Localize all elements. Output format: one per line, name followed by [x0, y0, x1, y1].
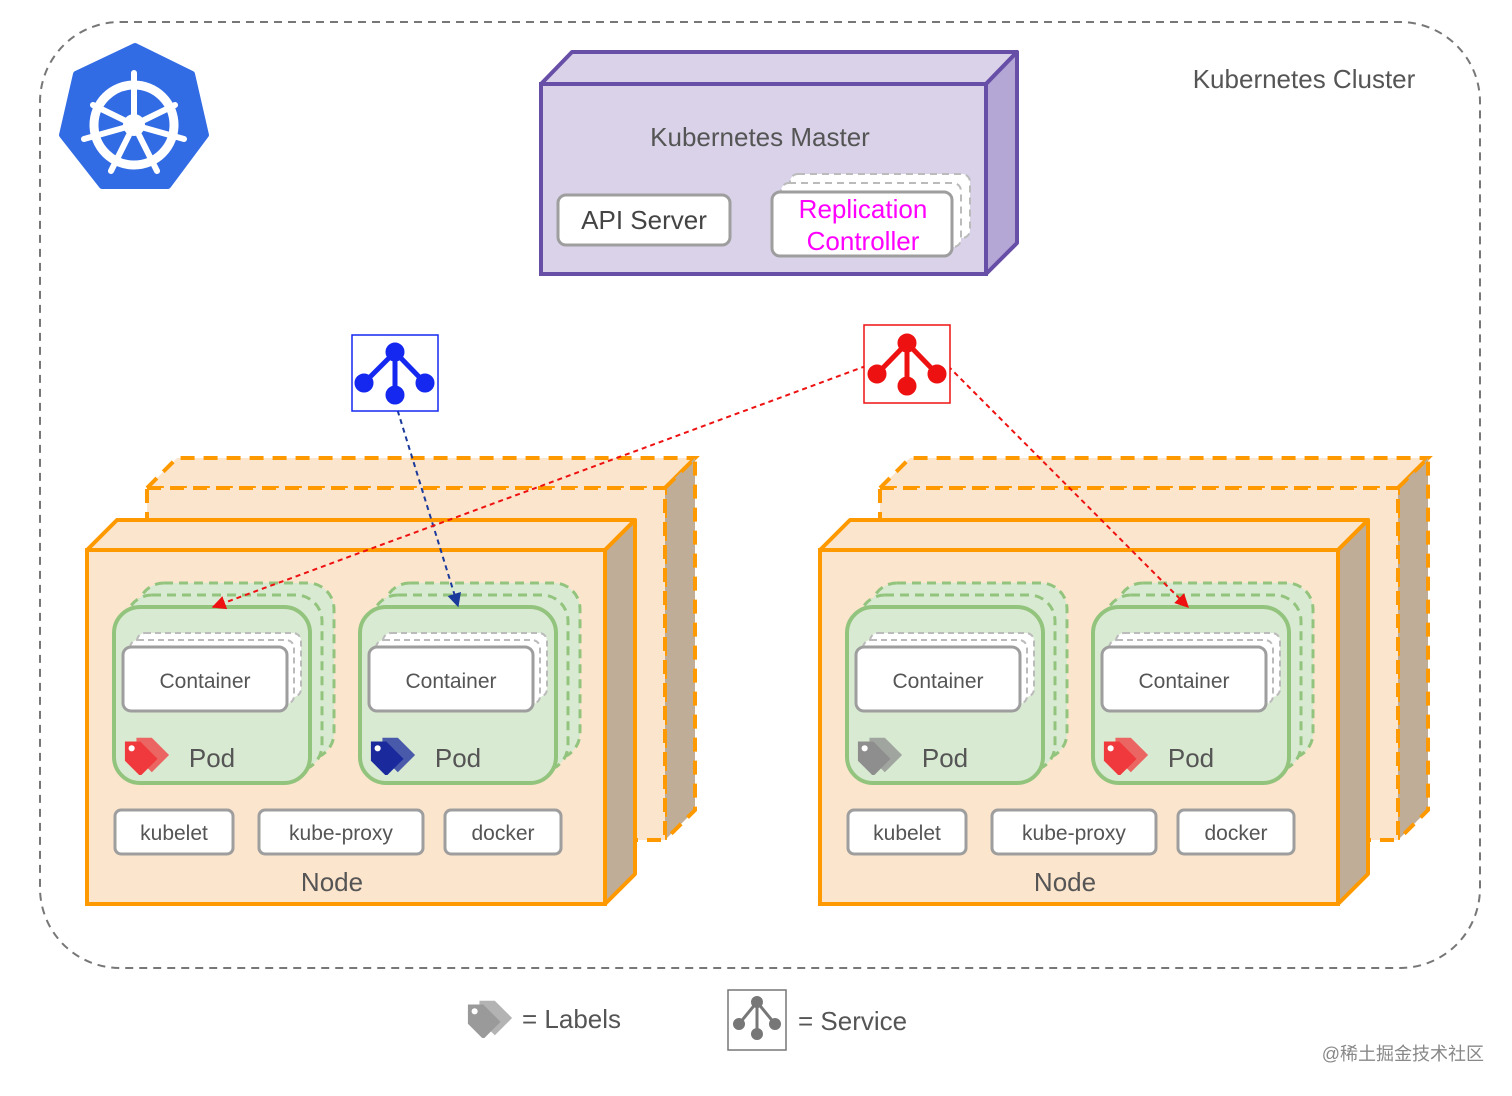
node-component: docker: [443, 808, 563, 856]
node-component-label: docker: [471, 822, 534, 845]
legend-labels-text: = Labels: [522, 1004, 621, 1034]
api-server-label: API Server: [581, 205, 707, 235]
node-component-label: kube-proxy: [1022, 822, 1126, 845]
red-service-to-right-pod-arrow: [947, 365, 1189, 608]
api-server-box: [556, 193, 732, 247]
blue-service-icon: [351, 334, 439, 412]
legend-service-icon: [727, 989, 787, 1051]
pod-label: Pod: [189, 743, 235, 773]
watermark: @稀土掘金技术社区: [1322, 1044, 1484, 1064]
replication-controller-box: [770, 173, 971, 258]
node-component-label: kubelet: [873, 822, 941, 845]
node-component: docker: [1176, 808, 1296, 856]
container-label: Container: [159, 670, 250, 693]
container-box: [367, 645, 535, 713]
node-component-label: kubelet: [140, 822, 208, 845]
replication-controller-label-line2: Controller: [807, 226, 920, 256]
container-label: Container: [892, 670, 983, 693]
red-service-icon: [863, 324, 951, 404]
container-box: [121, 645, 289, 713]
node-component: kubelet: [113, 808, 235, 856]
node-component-label: kube-proxy: [289, 822, 393, 845]
pod-label: Pod: [435, 743, 481, 773]
container-label: Container: [1138, 670, 1229, 693]
node-component-label: docker: [1204, 822, 1267, 845]
node-component: kube-proxy: [990, 808, 1158, 856]
kubernetes-logo-icon: [59, 43, 209, 189]
container-label: Container: [405, 670, 496, 693]
legend-label-tag-icon: [467, 1000, 513, 1038]
pod-label: Pod: [922, 743, 968, 773]
container-box: [854, 645, 1022, 713]
cluster-boundary: [39, 21, 1481, 969]
cluster-title: Kubernetes Cluster: [1193, 64, 1416, 94]
legend-service-text: = Service: [798, 1006, 907, 1036]
node-label: Node: [301, 867, 363, 897]
red-service-to-left-pod-arrow: [211, 365, 867, 610]
node-component: kube-proxy: [257, 808, 425, 856]
node-label: Node: [1034, 867, 1096, 897]
legend: = Labels = Service: [467, 989, 907, 1051]
pod-label: Pod: [1168, 743, 1214, 773]
node-component: kubelet: [846, 808, 968, 856]
service-connections: [211, 365, 1189, 610]
container-box: [1100, 645, 1268, 713]
master-title: Kubernetes Master: [650, 122, 870, 152]
replication-controller-label-line1: Replication: [799, 194, 928, 224]
